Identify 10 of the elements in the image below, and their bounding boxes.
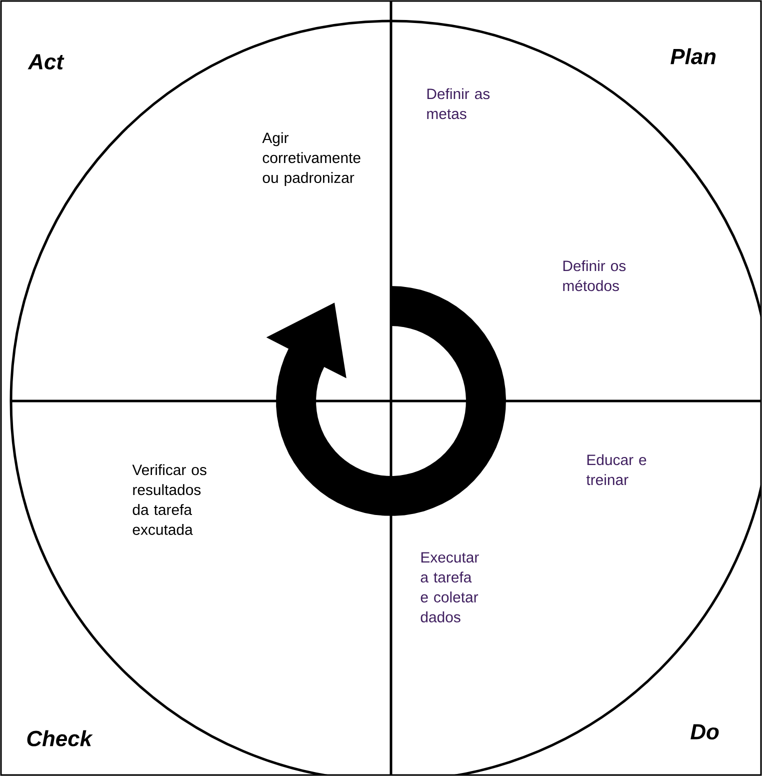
quadrant-title: Plan	[670, 48, 716, 64]
step-text: Verificar os resultados da tarefa excutada	[132, 464, 206, 535]
step-text: Definir as metas	[427, 88, 490, 120]
step-text: Executar a tarefa e coletar dados	[420, 552, 479, 622]
quadrant-title: Do	[690, 724, 719, 740]
step-text: Educar e treinar	[586, 454, 646, 486]
quadrant-title: Check	[27, 730, 93, 746]
step-text: Agir corretivamente ou padronizar	[262, 132, 360, 186]
step-text: Definir os métodos	[563, 260, 626, 292]
quadrant-title: Act	[28, 54, 64, 70]
